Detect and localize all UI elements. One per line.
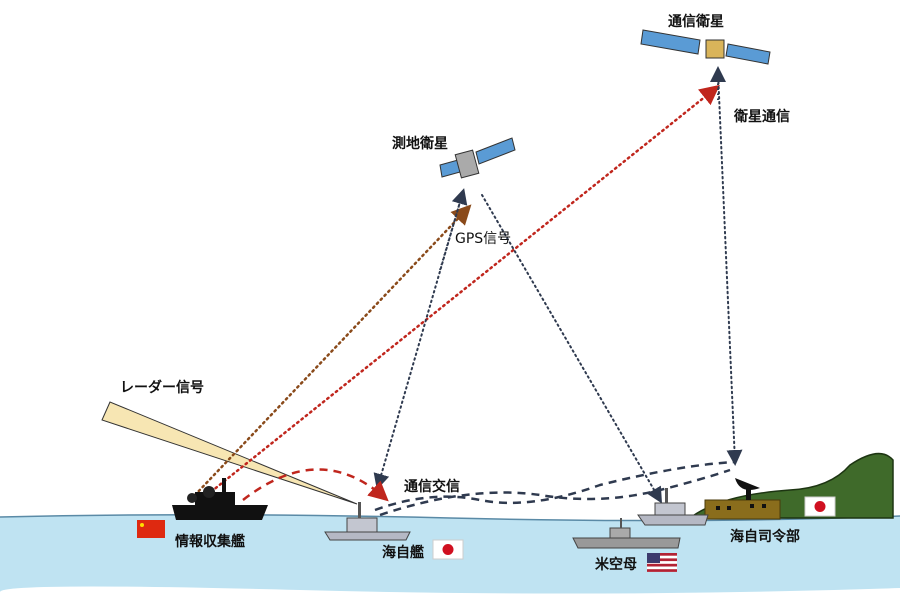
satellite-signal-line-intel bbox=[205, 84, 720, 497]
jmsdf-ship-icon bbox=[324, 502, 411, 541]
china-flag-icon bbox=[137, 520, 165, 538]
satellite-comm-line bbox=[717, 71, 743, 466]
japan-flag-hq-icon bbox=[804, 496, 836, 517]
intel-ship-icon bbox=[172, 478, 268, 520]
sea-surface-line bbox=[0, 513, 900, 522]
satellite-comm-label: 衛星通信 bbox=[734, 109, 790, 125]
us-carrier-icon bbox=[572, 518, 681, 549]
jmsdf-hq-label: 海自司令部 bbox=[730, 529, 800, 545]
jmsdf-destroyer-icon bbox=[637, 488, 709, 526]
us-flag-icon bbox=[647, 553, 677, 572]
radar-signal-label: レーダー信号 bbox=[120, 380, 204, 396]
gps-signal-line-intel bbox=[193, 204, 472, 497]
comm-satellite-label: 通信衛星 bbox=[668, 14, 724, 30]
gps-signal-line-jmsdf bbox=[373, 194, 463, 490]
radar-beam bbox=[101, 401, 358, 505]
intercept-arc bbox=[242, 468, 389, 502]
us-carrier-label: 米空母 bbox=[595, 557, 637, 573]
comm-exchange-label: 通信交信 bbox=[404, 479, 460, 495]
comm-satellite-icon bbox=[640, 29, 771, 65]
hq-building bbox=[704, 499, 781, 520]
comm-exchange-line-2 bbox=[379, 468, 731, 517]
satellite-dish-icon bbox=[735, 478, 760, 500]
gps-signal-line-destroyer bbox=[481, 194, 663, 504]
intel-ship-label: 情報収集艦 bbox=[175, 534, 245, 550]
comm-exchange-line-1 bbox=[374, 460, 736, 512]
gps-signal-line-jmsdf-up bbox=[439, 188, 468, 271]
japan-flag-icon bbox=[432, 539, 464, 560]
gps-signal-label: GPS信号 bbox=[455, 231, 512, 247]
geodetic-satellite-label: 測地衛星 bbox=[392, 136, 448, 152]
jmsdf-ship-label: 海自艦 bbox=[382, 545, 424, 561]
geodetic-satellite-icon bbox=[439, 137, 516, 179]
